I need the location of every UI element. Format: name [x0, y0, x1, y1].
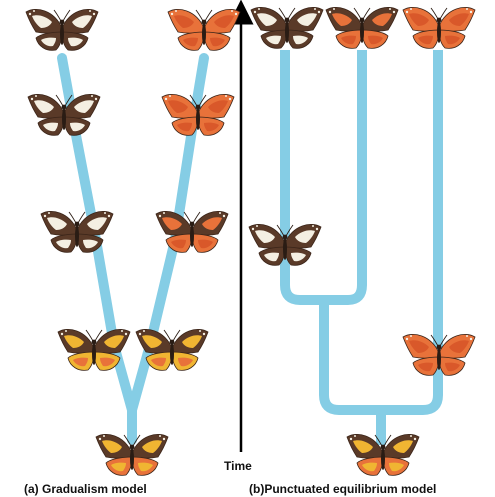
- butterfly-a-yellow-dark: [57, 329, 131, 371]
- butterfly-a-orange-dark: [155, 211, 229, 253]
- butterfly-a-dark-white: [27, 94, 101, 136]
- butterfly-b-orange: [402, 7, 476, 49]
- butterfly-a-dark-white: [25, 9, 99, 51]
- butterfly-a-dark-white: [40, 211, 114, 253]
- caption-punctuated-title: Punctuated equilibrium model: [264, 482, 437, 496]
- butterfly-b-orange: [402, 334, 476, 376]
- butterfly-a-ancestor: [95, 434, 169, 476]
- butterfly-a-orange: [167, 9, 241, 51]
- time-axis-label: Time: [224, 459, 252, 473]
- butterfly-b-orange-dark: [325, 7, 399, 49]
- butterfly-b-dark-white: [250, 7, 324, 49]
- butterfly-b-dark-white: [248, 224, 322, 266]
- caption-punctuated: (b)Punctuated equilibrium model: [249, 482, 436, 496]
- butterflies: [25, 7, 476, 476]
- caption-gradualism-letter: (a): [24, 482, 39, 496]
- caption-punctuated-letter: (b): [249, 482, 265, 496]
- caption-gradualism-title: Gradualism model: [42, 482, 147, 496]
- butterfly-b-ancestor: [346, 434, 420, 476]
- caption-gradualism: (a) Gradualism model: [24, 482, 147, 496]
- butterfly-a-yellow-dark: [135, 329, 209, 371]
- butterfly-a-orange: [161, 94, 235, 136]
- punctuated-tree: [280, 50, 443, 445]
